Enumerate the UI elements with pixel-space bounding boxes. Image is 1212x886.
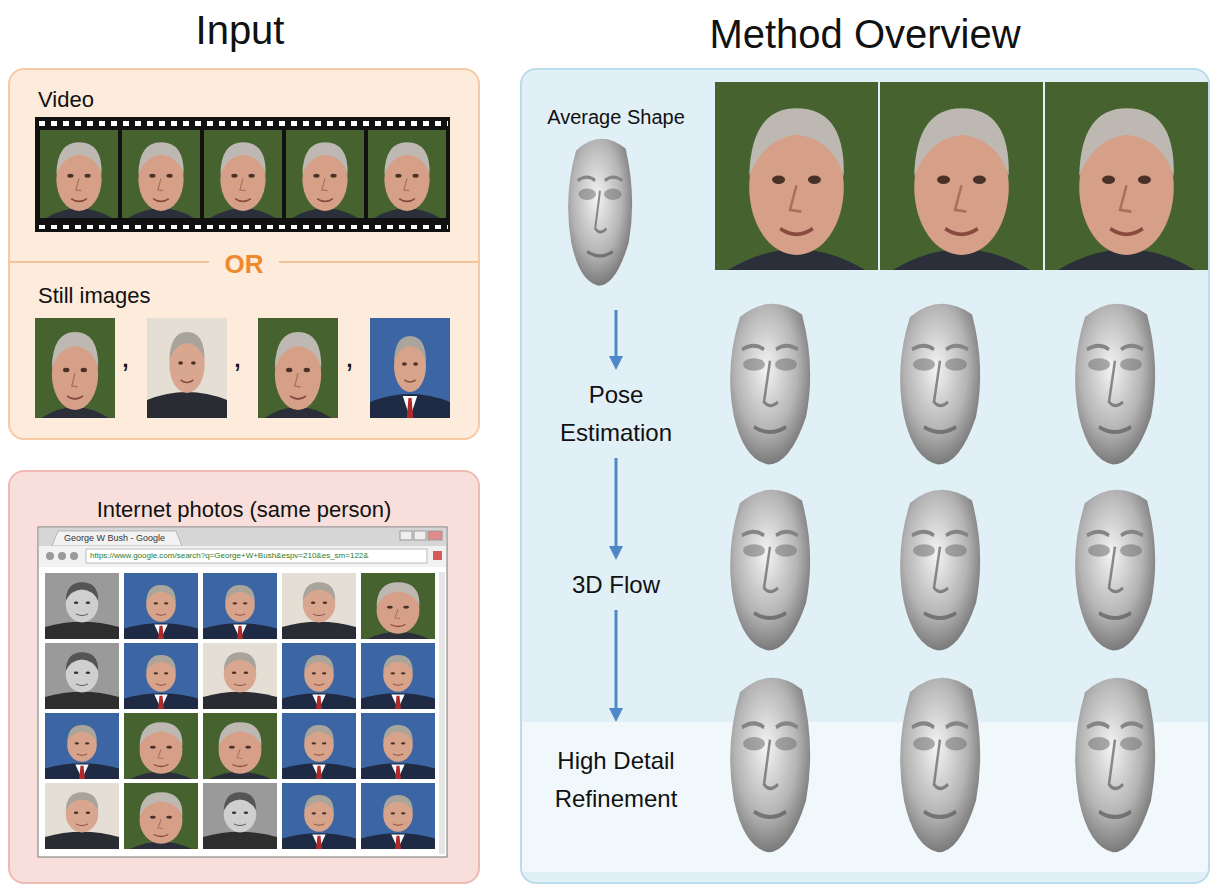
grid-photo [361,713,435,779]
step-label: 3D Flow [572,566,660,604]
face-mesh [900,678,980,852]
step-node: Pose Estimation [531,370,701,458]
video-frame [715,82,878,270]
panel-ground [9,471,479,883]
film-base [35,117,450,232]
grid-photo [124,713,198,779]
still-photo [147,318,227,418]
menu-icon [433,551,442,560]
flow-arrow [615,458,618,552]
grid-photo [203,713,277,779]
input-panel: VideoOR Still images [8,68,480,440]
browser-titlebar [39,528,446,546]
window-button [400,531,412,540]
section-label: Still images [38,282,150,310]
grid-photo [124,643,198,709]
face-mesh [730,304,810,465]
video-frame [40,130,118,218]
video-frame [1045,82,1208,270]
grid-photo [282,783,356,849]
step-label: Pose Estimation [541,376,691,452]
grid-photo [203,643,277,709]
panel-ground [521,69,1209,883]
browser-url: https://www.google.com/search?q=George+W… [90,550,369,562]
method-panel: Method OverviewAverage ShapePose Estimat… [520,68,1210,884]
grid-photo [282,713,356,779]
grid-photo [45,573,119,639]
photo-grid [45,573,435,849]
still-photo [258,318,338,418]
grid-photo [282,573,356,639]
video-frame [368,130,446,218]
grid-photo [124,573,198,639]
flow-arrow [615,610,618,714]
section-label: Video [38,86,94,114]
grid-photo [45,643,119,709]
browser-toolbar [39,546,446,567]
face-mesh [1075,490,1155,651]
face-mesh [730,678,810,852]
film-perforation [37,222,448,229]
still-photo [35,318,115,418]
grid-photo [45,783,119,849]
video-frame [880,82,1043,270]
grid-photo [203,783,277,849]
refinement-band: High Detail Refinement [522,722,1208,872]
grid-photo [124,783,198,849]
separator-word: OR [209,247,279,281]
flow-arrow [615,310,618,362]
face-mesh [1075,678,1155,852]
browser-tab [52,531,182,546]
browser-window [38,527,447,857]
film-perforation [37,120,448,127]
face-mesh [568,139,632,286]
window-button [428,531,442,540]
step-node: 3D Flow [562,560,670,610]
grid-photo [203,573,277,639]
separator-comma: , [345,336,354,376]
panel-heading: Method Overview [522,10,1208,58]
face-mesh [900,304,980,465]
film-strip [35,117,450,232]
nav-icon [70,552,78,560]
face-mesh [900,490,980,651]
separator-comma: , [233,336,242,376]
step-node: Average Shape [531,98,701,310]
grid-photo [361,643,435,709]
browser-frame [38,527,447,857]
url-field [86,549,427,563]
video-frame [122,130,200,218]
browser-tab-title: George W Bush - Google [64,532,165,544]
panel-heading: Internet photos (same person) [10,496,478,524]
video-frame [286,130,364,218]
nav-icon [58,552,66,560]
still-photo [370,318,450,418]
grid-photo [361,783,435,849]
grid-photo [45,713,119,779]
step-label: Average Shape [541,104,691,130]
window-button [414,531,426,540]
column-heading: Input [140,6,340,54]
input-panel: Internet photos (same person) [8,470,480,884]
nav-icon [46,552,54,560]
step-label: High Detail Refinement [531,742,701,818]
scrollbar [439,572,445,854]
separator-comma: , [121,336,130,376]
video-frame [204,130,282,218]
face-mesh [1075,304,1155,465]
grid-photo [282,643,356,709]
panel-ground [9,69,479,439]
face-mesh [730,490,810,651]
grid-photo [361,573,435,639]
